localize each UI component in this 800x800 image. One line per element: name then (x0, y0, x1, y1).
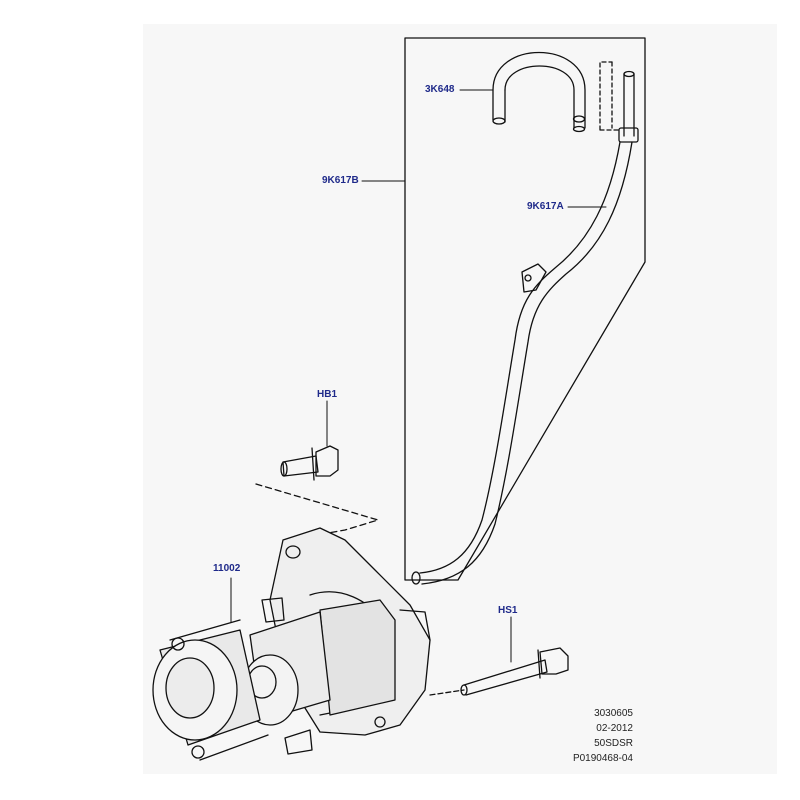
label-9k617b: 9K617B (322, 175, 359, 186)
label-hs1: HS1 (498, 605, 518, 616)
label-11002: 11002 (213, 563, 241, 574)
label-hb1: HB1 (317, 389, 338, 400)
meta-line-4: P0190468-04 (572, 753, 633, 764)
starter-motor (152, 527, 431, 761)
vacuum-pipe (411, 70, 639, 585)
bolt-hs1 (460, 647, 569, 696)
diagram-panel (143, 24, 777, 774)
meta-line-1: 3030605 (594, 708, 633, 719)
bolt-hb1 (280, 445, 339, 481)
curved-hose (492, 51, 586, 133)
dashed-link (599, 61, 621, 131)
dashed-link-hs1 (429, 689, 465, 696)
meta-line-3: 50SDSR (594, 738, 633, 749)
label-9k617a: 9K617A (527, 201, 564, 212)
meta-line-2: 02-2012 (596, 723, 633, 734)
callout-box (404, 37, 646, 581)
label-3k648: 3K648 (425, 84, 455, 95)
